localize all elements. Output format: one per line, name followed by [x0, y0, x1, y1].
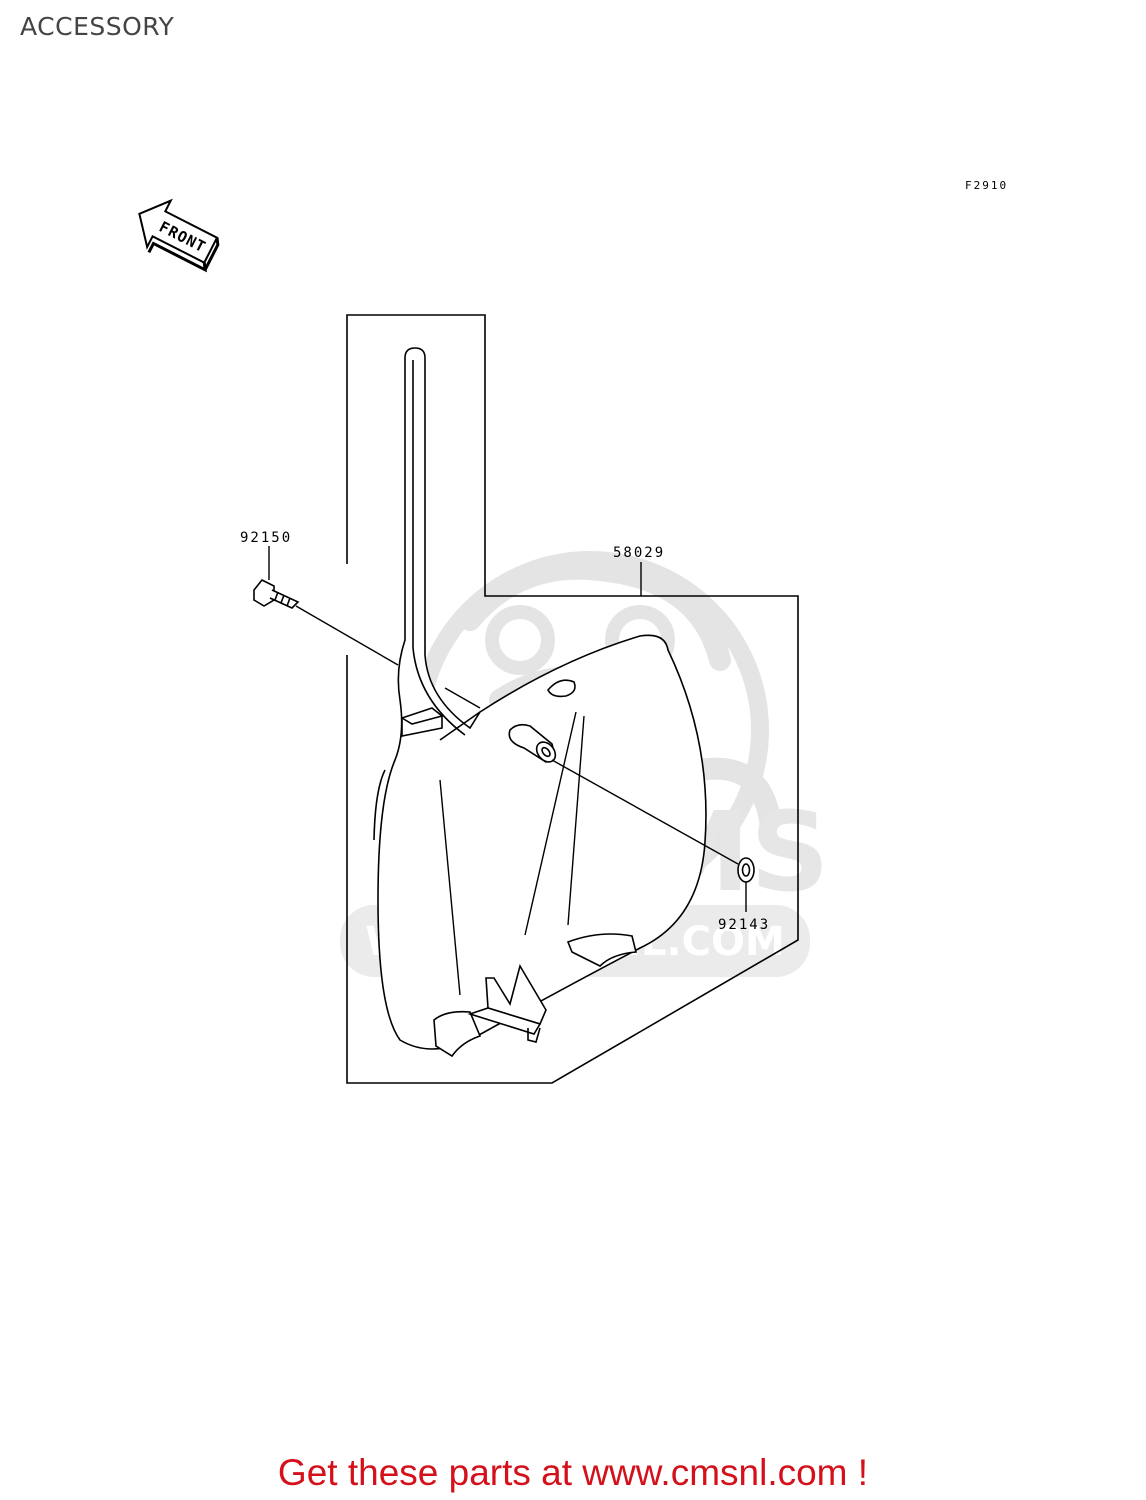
collar-leader [551, 759, 739, 865]
bolt-part [253, 578, 300, 609]
collar-part [508, 723, 557, 763]
stay-tab [401, 707, 443, 737]
page-title: ACCESSORY [20, 12, 175, 41]
front-arrow-icon: FRONT [138, 198, 220, 273]
callout-92150: 92150 [240, 530, 292, 546]
leader-lines [439, 687, 585, 996]
callout-92143: 92143 [718, 917, 770, 933]
callout-58029: 58029 [613, 545, 665, 561]
figure-code: F2910 [965, 179, 1008, 192]
washer-part [737, 857, 755, 883]
bottom-bracket [467, 963, 547, 1043]
cover-hook [547, 679, 576, 698]
side-cover-part [373, 347, 707, 1050]
bottom-clip-left [433, 1010, 482, 1058]
assembly-frame [346, 314, 799, 1084]
promo-link-text[interactable]: Get these parts at www.cmsnl.com ! [277, 1452, 869, 1493]
bottom-clip-right [566, 933, 638, 967]
bolt-leader [295, 605, 399, 666]
